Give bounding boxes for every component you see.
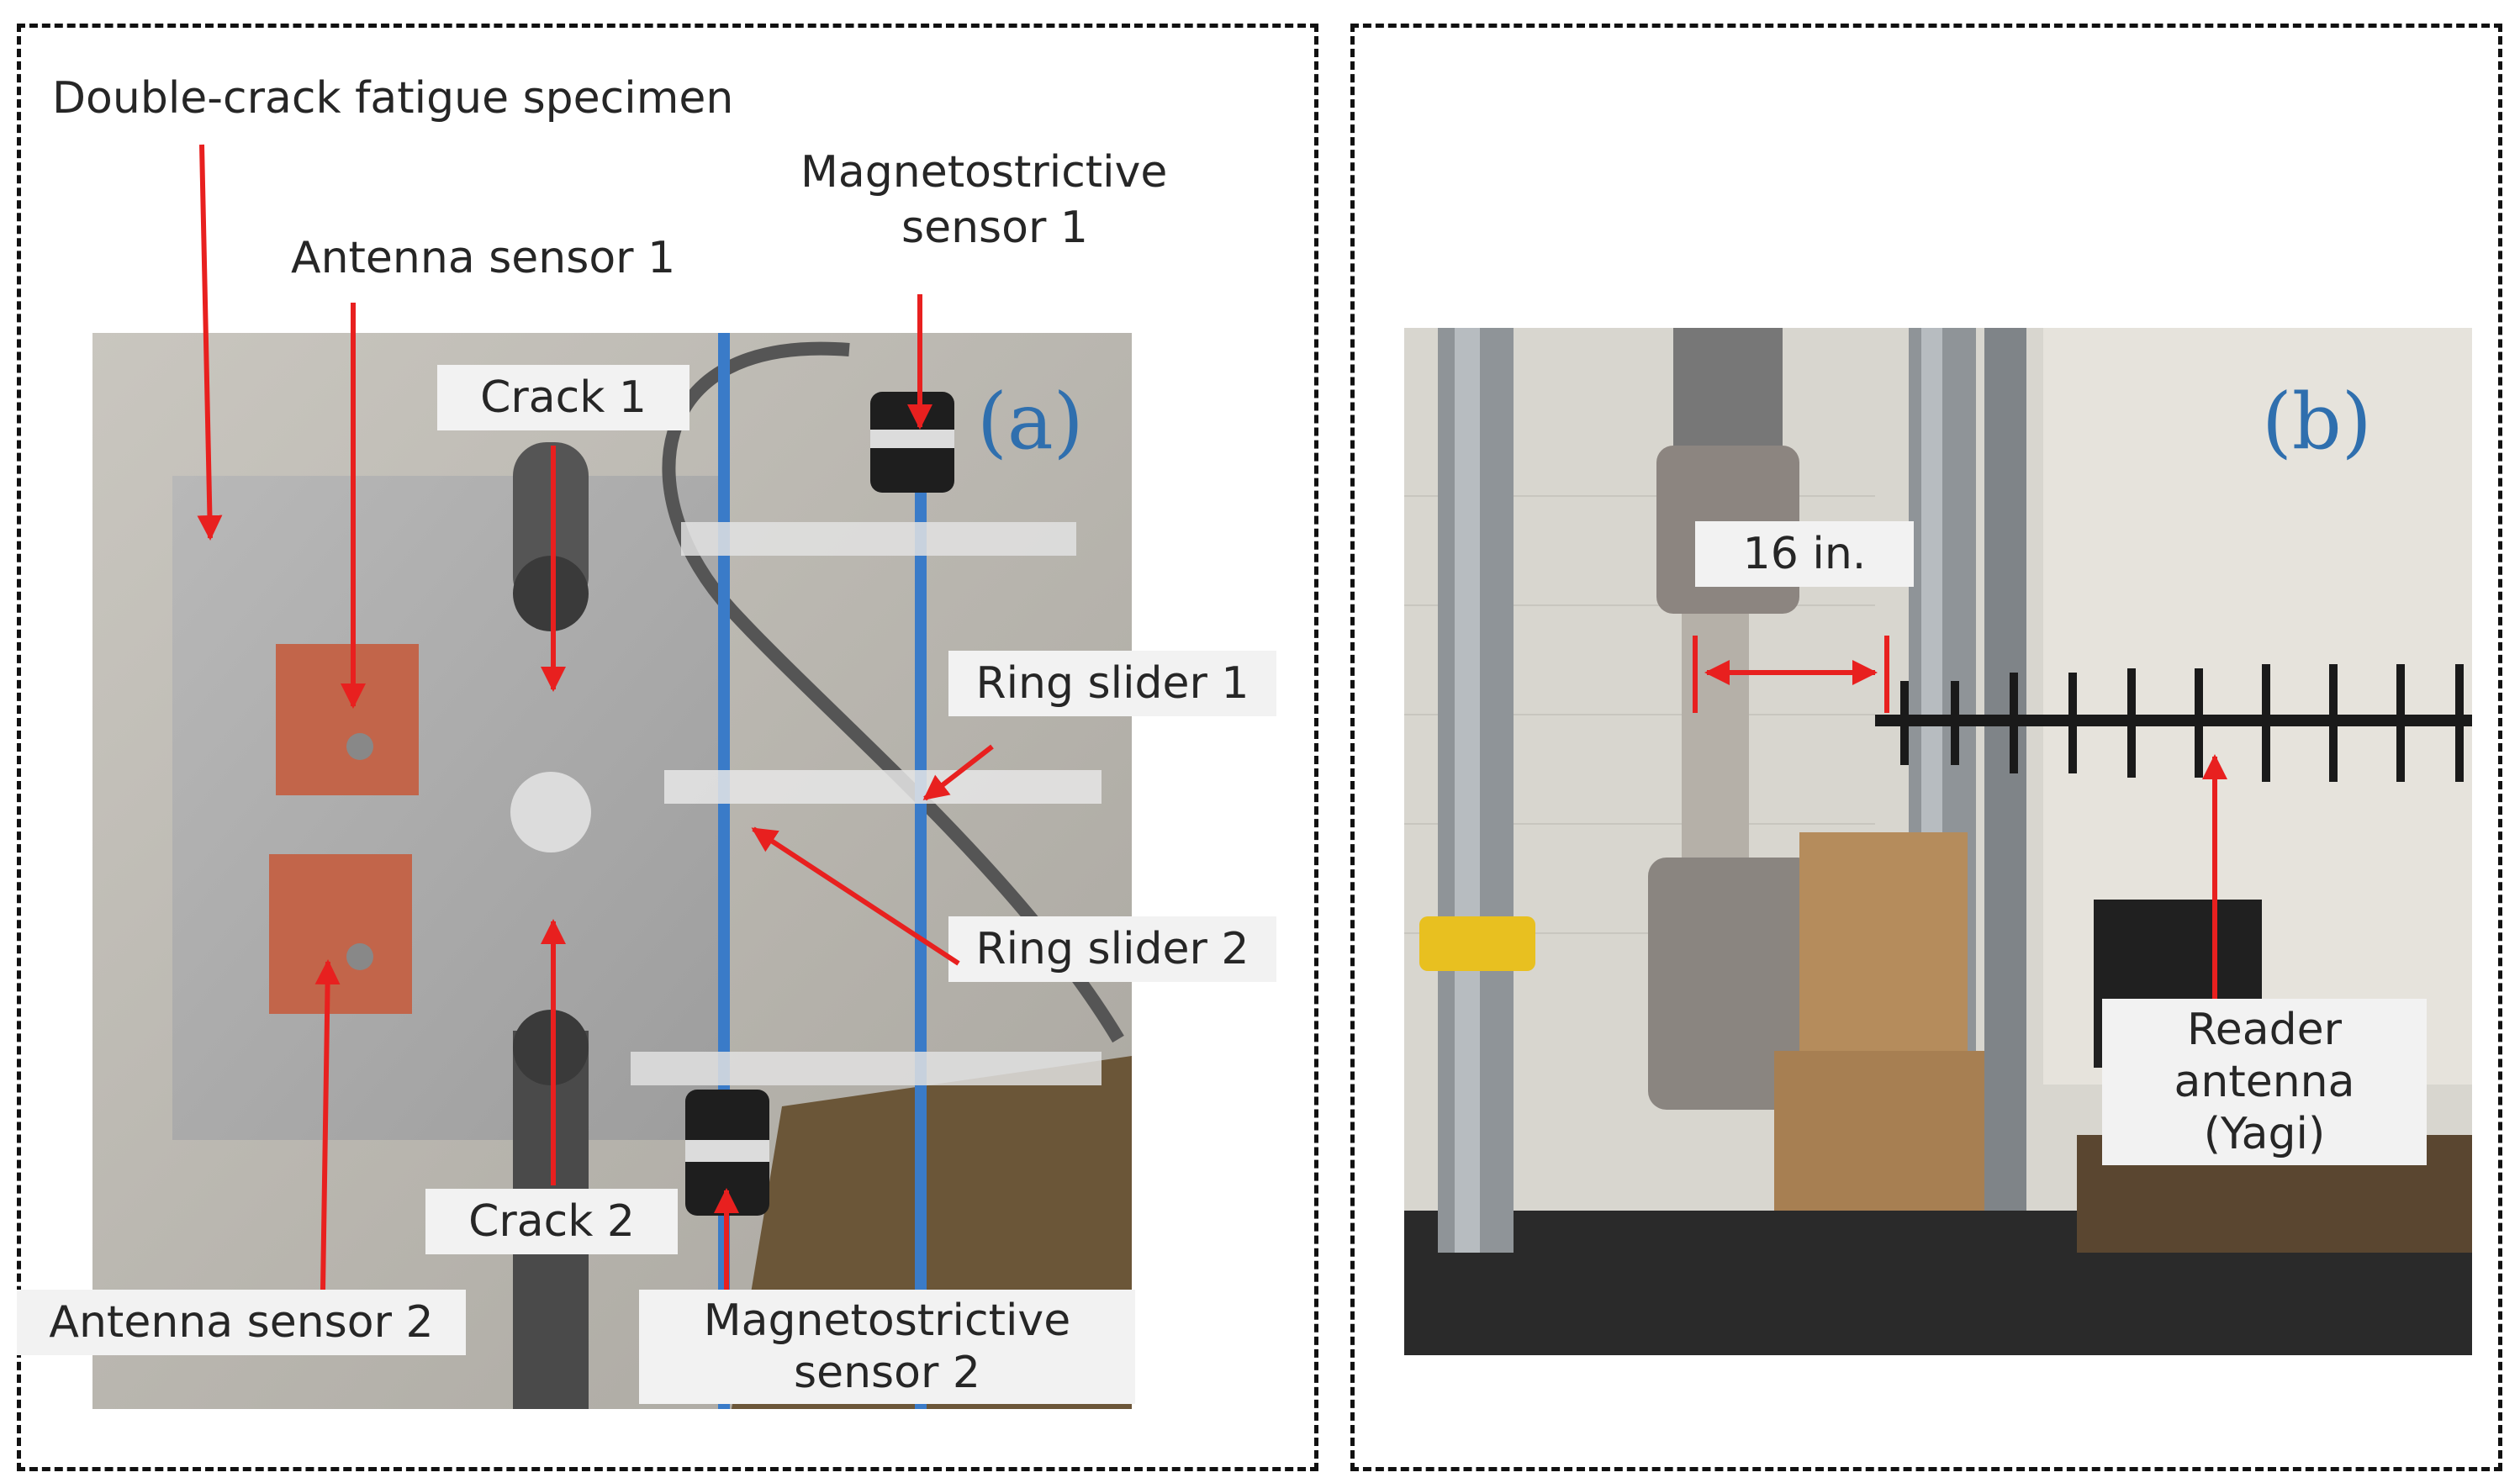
label-reader-antenna: Reader antenna (Yagi): [2102, 999, 2427, 1165]
label-mag1-line1: Magnetostrictive: [800, 147, 1168, 198]
label-antenna-sensor-2: Antenna sensor 2: [17, 1290, 466, 1355]
label-mag2-line1: Magnetostrictive: [703, 1296, 1071, 1346]
label-crack-2: Crack 2: [425, 1189, 678, 1254]
label-crack-1: Crack 1: [437, 365, 689, 430]
panel-b-photo-drawing: [1404, 328, 2472, 1355]
label-ring-slider-2: Ring slider 2: [948, 916, 1276, 982]
label-specimen: Double-crack fatigue specimen: [52, 73, 734, 124]
label-reader-line2: antenna (Yagi): [2174, 1057, 2355, 1159]
panel-a-letter: (a): [977, 377, 1084, 467]
arrow-ring-slider-1: [922, 744, 994, 801]
label-ring-slider-1: Ring slider 1: [948, 651, 1276, 716]
panel-a-frame: [17, 24, 1318, 1471]
panel-b-frame: [1350, 24, 2502, 1471]
label-magnetostrictive-sensor-1: Magnetostrictive sensor 1: [800, 145, 1167, 256]
label-mag1-line2: sensor 1: [901, 203, 1088, 253]
panel-b-photo: [1404, 328, 2472, 1355]
panel-b-letter: (b): [2262, 377, 2372, 467]
label-reader-line1: Reader: [2186, 1005, 2343, 1055]
arrow-ring-slider-2: [751, 826, 960, 966]
label-antenna-sensor-1: Antenna sensor 1: [291, 233, 676, 283]
arrow-specimen: [197, 144, 223, 541]
arrow-antenna-sensor-2: [314, 959, 341, 1290]
label-distance: 16 in.: [1695, 521, 1914, 587]
label-mag2-line2: sensor 2: [794, 1348, 980, 1398]
label-magnetostrictive-sensor-2: Magnetostrictive sensor 2: [639, 1290, 1135, 1404]
